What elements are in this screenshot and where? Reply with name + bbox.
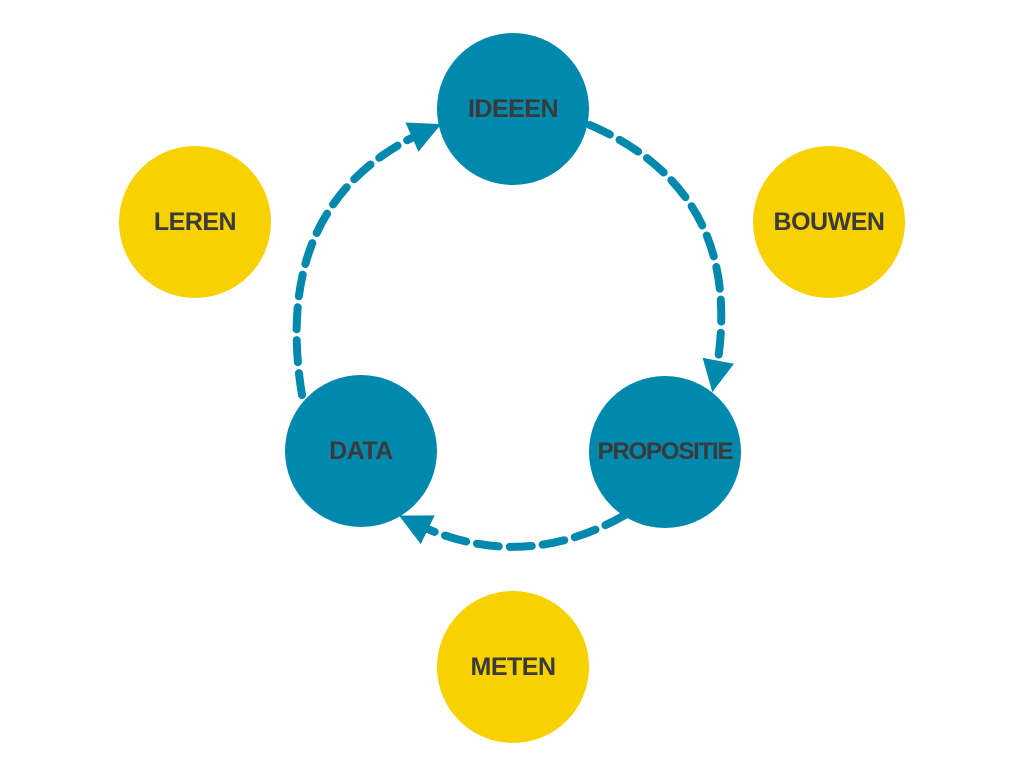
action-meten-label: METEN — [470, 652, 557, 681]
action-leren-label: LEREN — [153, 207, 237, 236]
phase-propositie: PROPOSITIE — [589, 376, 741, 528]
phase-ideeen: IDEEEN — [437, 33, 589, 185]
action-bouwen-label: BOUWEN — [773, 207, 885, 236]
phase-data: DATA — [285, 375, 437, 527]
phase-ideeen-label: IDEEEN — [467, 94, 559, 123]
action-bouwen: BOUWEN — [753, 146, 905, 298]
arrow-propositie-to-data — [399, 511, 629, 551]
arrow-ideeen-to-propositie — [586, 121, 735, 393]
action-leren: LEREN — [119, 146, 271, 298]
phase-propositie-label: PROPOSITIE — [597, 438, 734, 465]
action-meten: METEN — [437, 591, 589, 743]
arrow-data-to-ideeen — [292, 122, 442, 399]
phase-data-label: DATA — [329, 436, 393, 465]
